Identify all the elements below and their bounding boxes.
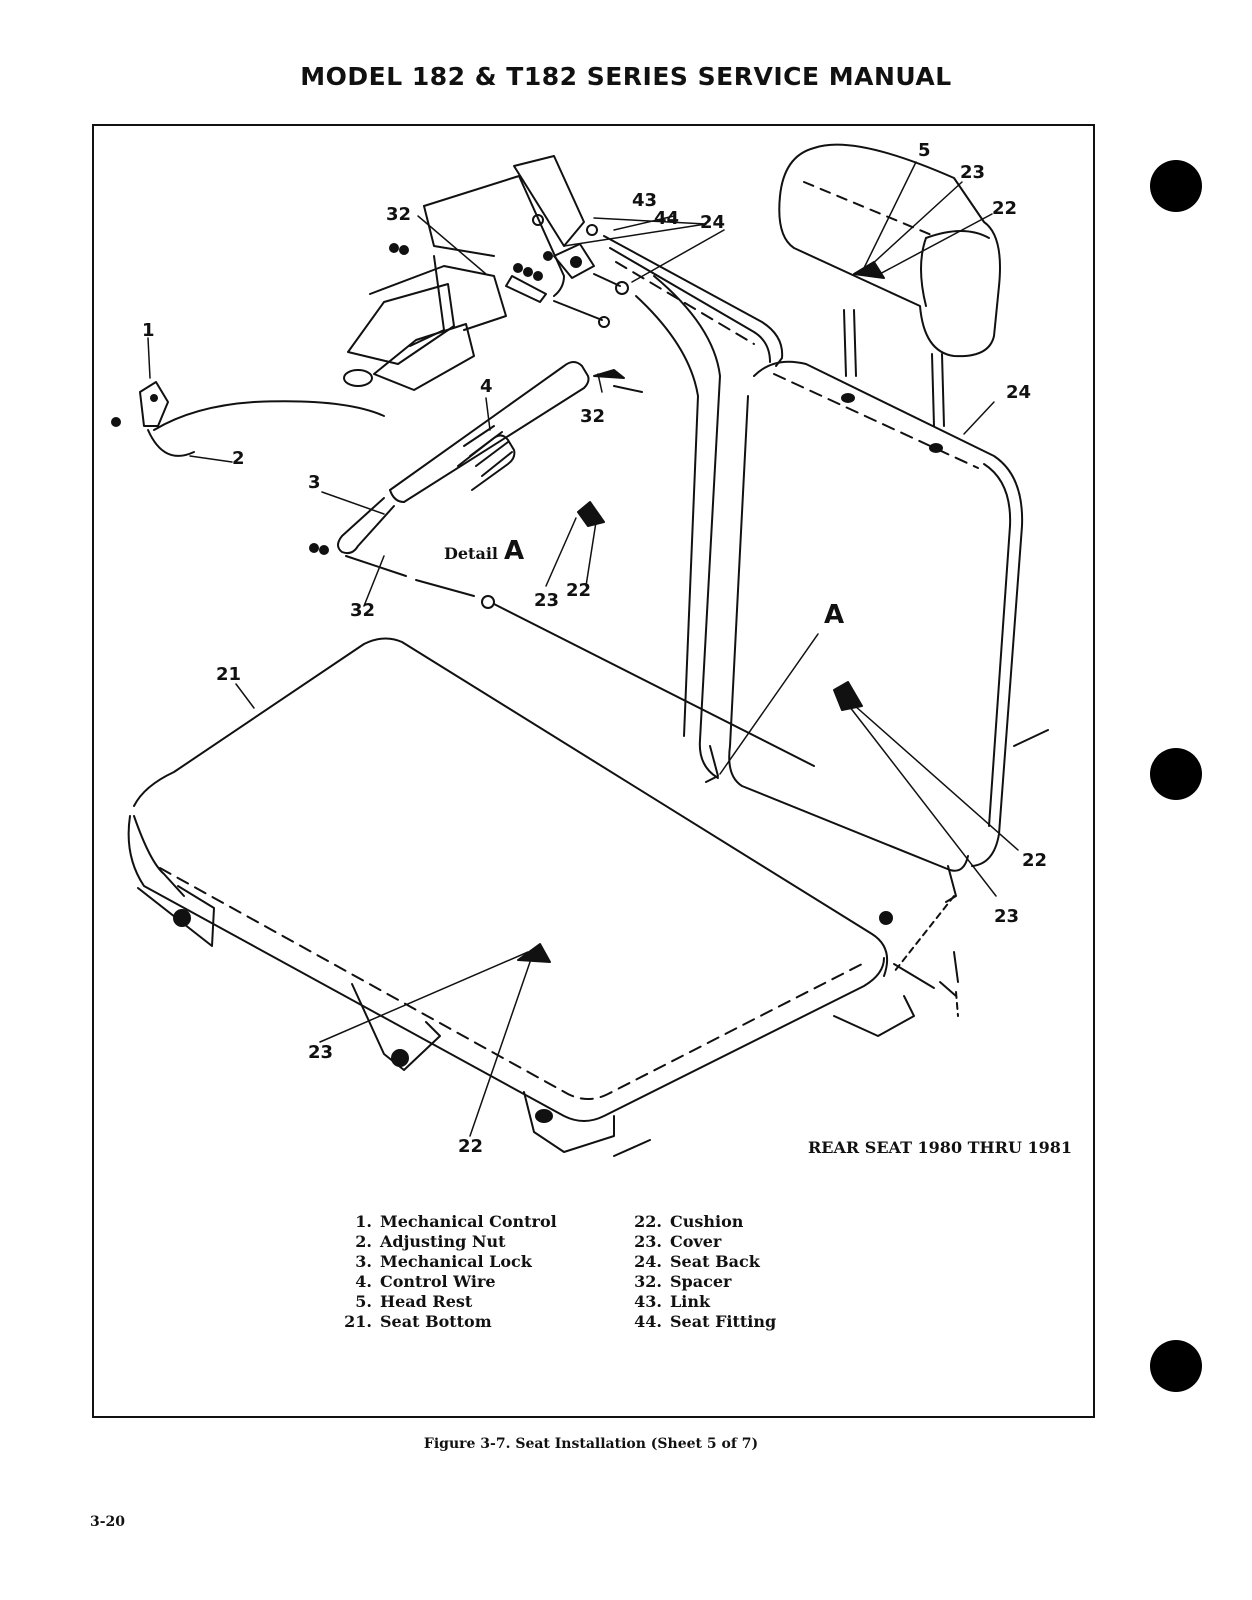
callout-24-left: 24: [700, 212, 726, 233]
callout-23-seat-back: 23: [994, 906, 1020, 927]
detail-label-text: Detail: [444, 544, 498, 563]
seat-back-drawing: [603, 235, 1049, 903]
callout-22-seat-bottom: 22: [458, 1136, 484, 1157]
callout-1: 1: [142, 320, 155, 341]
legend-item: 21.Seat Bottom: [344, 1312, 492, 1331]
callout-21: 21: [216, 664, 242, 685]
callout-5: 5: [918, 140, 931, 161]
callout-4: 4: [480, 376, 493, 397]
legend-item: 23.Cover: [634, 1232, 722, 1251]
binder-hole-middle: [1150, 748, 1202, 800]
callout-44: 44: [654, 208, 680, 229]
detail-a-label: Detail A: [444, 536, 524, 566]
callout-43: 43: [632, 190, 658, 211]
page-header: MODEL 182 & T182 SERIES SERVICE MANUAL: [300, 62, 952, 91]
seat-installation-drawing: [111, 143, 1049, 1157]
binder-hole-top: [1150, 160, 1202, 212]
legend-item: 4.Control Wire: [355, 1272, 496, 1291]
callout-32-low: 32: [350, 600, 376, 621]
callout-2: 2: [232, 448, 245, 469]
legend-right-column: 22.Cushion 23.Cover 24.Seat Back 32.Spac…: [622, 1212, 776, 1332]
head-rest-drawing: [778, 143, 1001, 427]
legend-item: 24.Seat Back: [634, 1252, 760, 1271]
view-title: REAR SEAT 1980 THRU 1981: [808, 1138, 1073, 1157]
legend-item: 1.Mechanical Control: [355, 1212, 557, 1231]
detail-label-letter: A: [503, 536, 525, 566]
callout-22-seat-back: 22: [1022, 850, 1048, 871]
callout-23-seat-bottom: 23: [308, 1042, 334, 1063]
callout-32-top: 32: [386, 204, 412, 225]
callout-3: 3: [308, 472, 321, 493]
legend-item: 43.Link: [634, 1292, 711, 1311]
figure-caption: Figure 3-7. Seat Installation (Sheet 5 o…: [423, 1436, 759, 1452]
legend-left-column: 1.Mechanical Control 2.Adjusting Nut 3.M…: [332, 1212, 557, 1332]
legend-item: 44.Seat Fitting: [634, 1312, 777, 1331]
legend-item: 32.Spacer: [634, 1272, 732, 1291]
callout-32-middle: 32: [580, 406, 606, 427]
leader-lines: [147, 161, 1019, 1137]
legend-item: 3.Mechanical Lock: [355, 1252, 532, 1271]
seat-bottom-drawing: [127, 637, 959, 1157]
page-number: 3-20: [90, 1514, 126, 1530]
callout-23-detail: 23: [534, 590, 560, 611]
callout-24-right: 24: [1006, 382, 1032, 403]
legend-item: 5.Head Rest: [355, 1292, 473, 1311]
view-a-letter: A: [824, 600, 845, 630]
callout-22-head-rest: 22: [992, 198, 1018, 219]
legend-item: 2.Adjusting Nut: [355, 1232, 506, 1251]
mechanical-lock-drawing: [111, 155, 815, 767]
binder-hole-bottom: [1150, 1340, 1202, 1392]
callout-22-detail: 22: [566, 580, 592, 601]
legend-item: 22.Cushion: [634, 1212, 744, 1231]
callout-23-head-rest: 23: [960, 162, 986, 183]
figure-frame: 1 2 3 4 5 21 22 23 24 24 32 32 32 43 44 …: [92, 124, 1095, 1418]
